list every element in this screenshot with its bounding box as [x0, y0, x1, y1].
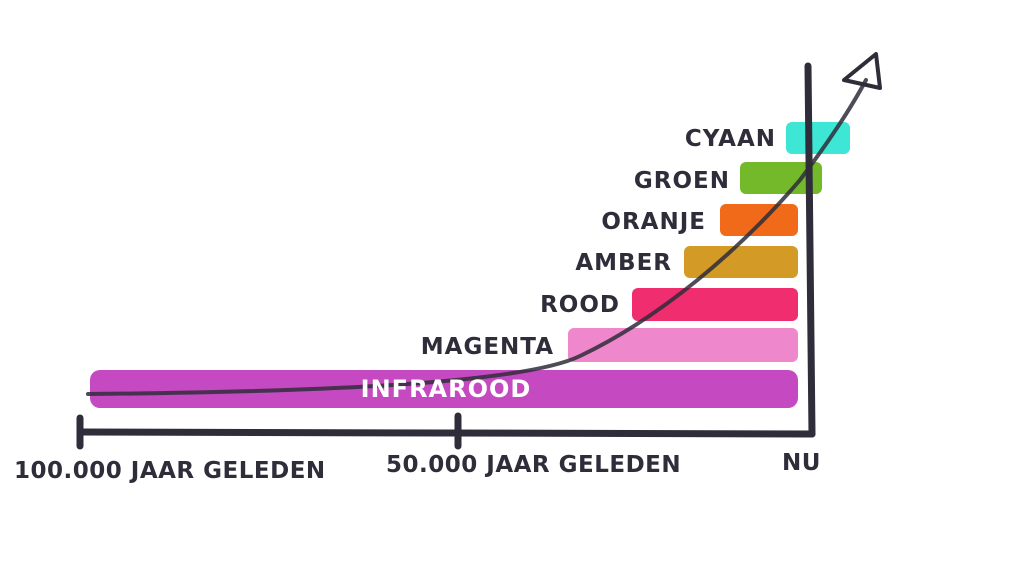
band-groen: [740, 162, 822, 194]
tick-label-right: NU: [782, 450, 821, 476]
band-oranje: [720, 204, 798, 236]
label-cyaan: CYAAN: [685, 126, 776, 152]
band-amber: [684, 246, 798, 278]
growth-curve: [86, 78, 868, 396]
label-groen: GROEN: [634, 168, 730, 194]
label-rood: ROOD: [540, 292, 620, 318]
label-infrarood: INFRAROOD: [361, 375, 532, 403]
x-axis-line: [76, 428, 816, 438]
label-oranje: ORANJE: [601, 209, 706, 235]
tick-label-mid: 50.000 JAAR GELEDEN: [386, 452, 681, 478]
label-amber: AMBER: [575, 250, 672, 276]
y-axis-line: [804, 62, 816, 438]
band-magenta: [568, 328, 798, 362]
axes: [76, 62, 816, 450]
label-magenta: MAGENTA: [421, 334, 554, 360]
band-cyaan: [786, 122, 850, 154]
tick-label-left: 100.000 JAAR GELEDEN: [14, 458, 326, 484]
arrow-head-icon: [842, 52, 882, 90]
band-infrarood: [90, 370, 798, 408]
band-rood: [632, 288, 798, 321]
